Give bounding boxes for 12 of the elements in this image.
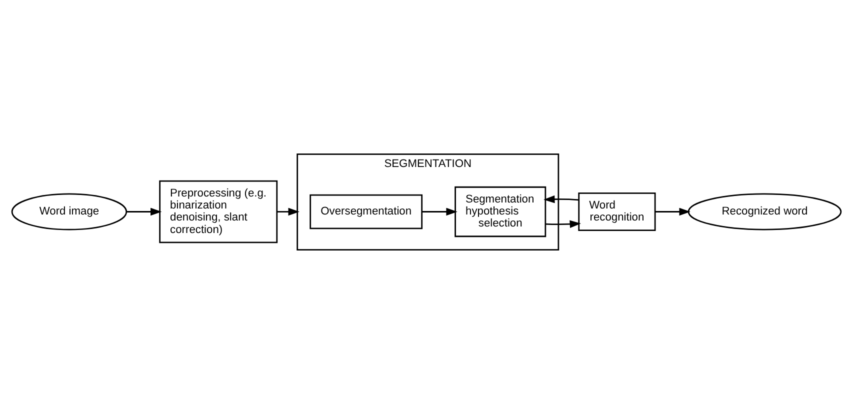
arrow (276, 208, 300, 216)
node-ellipse: Recognized word (688, 193, 842, 230)
arrow (655, 208, 690, 216)
arrow (544, 195, 579, 204)
node-box: Preprocessing (e.g. binarization denoising, slant correction) (159, 180, 278, 244)
arrow (546, 220, 581, 228)
arrow (126, 208, 162, 216)
arrow (422, 208, 458, 216)
node-box: Segmentation hypothesis selection (454, 186, 546, 238)
node-box: Word recognition (578, 192, 656, 232)
node-ellipse: Word image (11, 193, 128, 230)
node-box: Oversegmentation (310, 194, 423, 230)
